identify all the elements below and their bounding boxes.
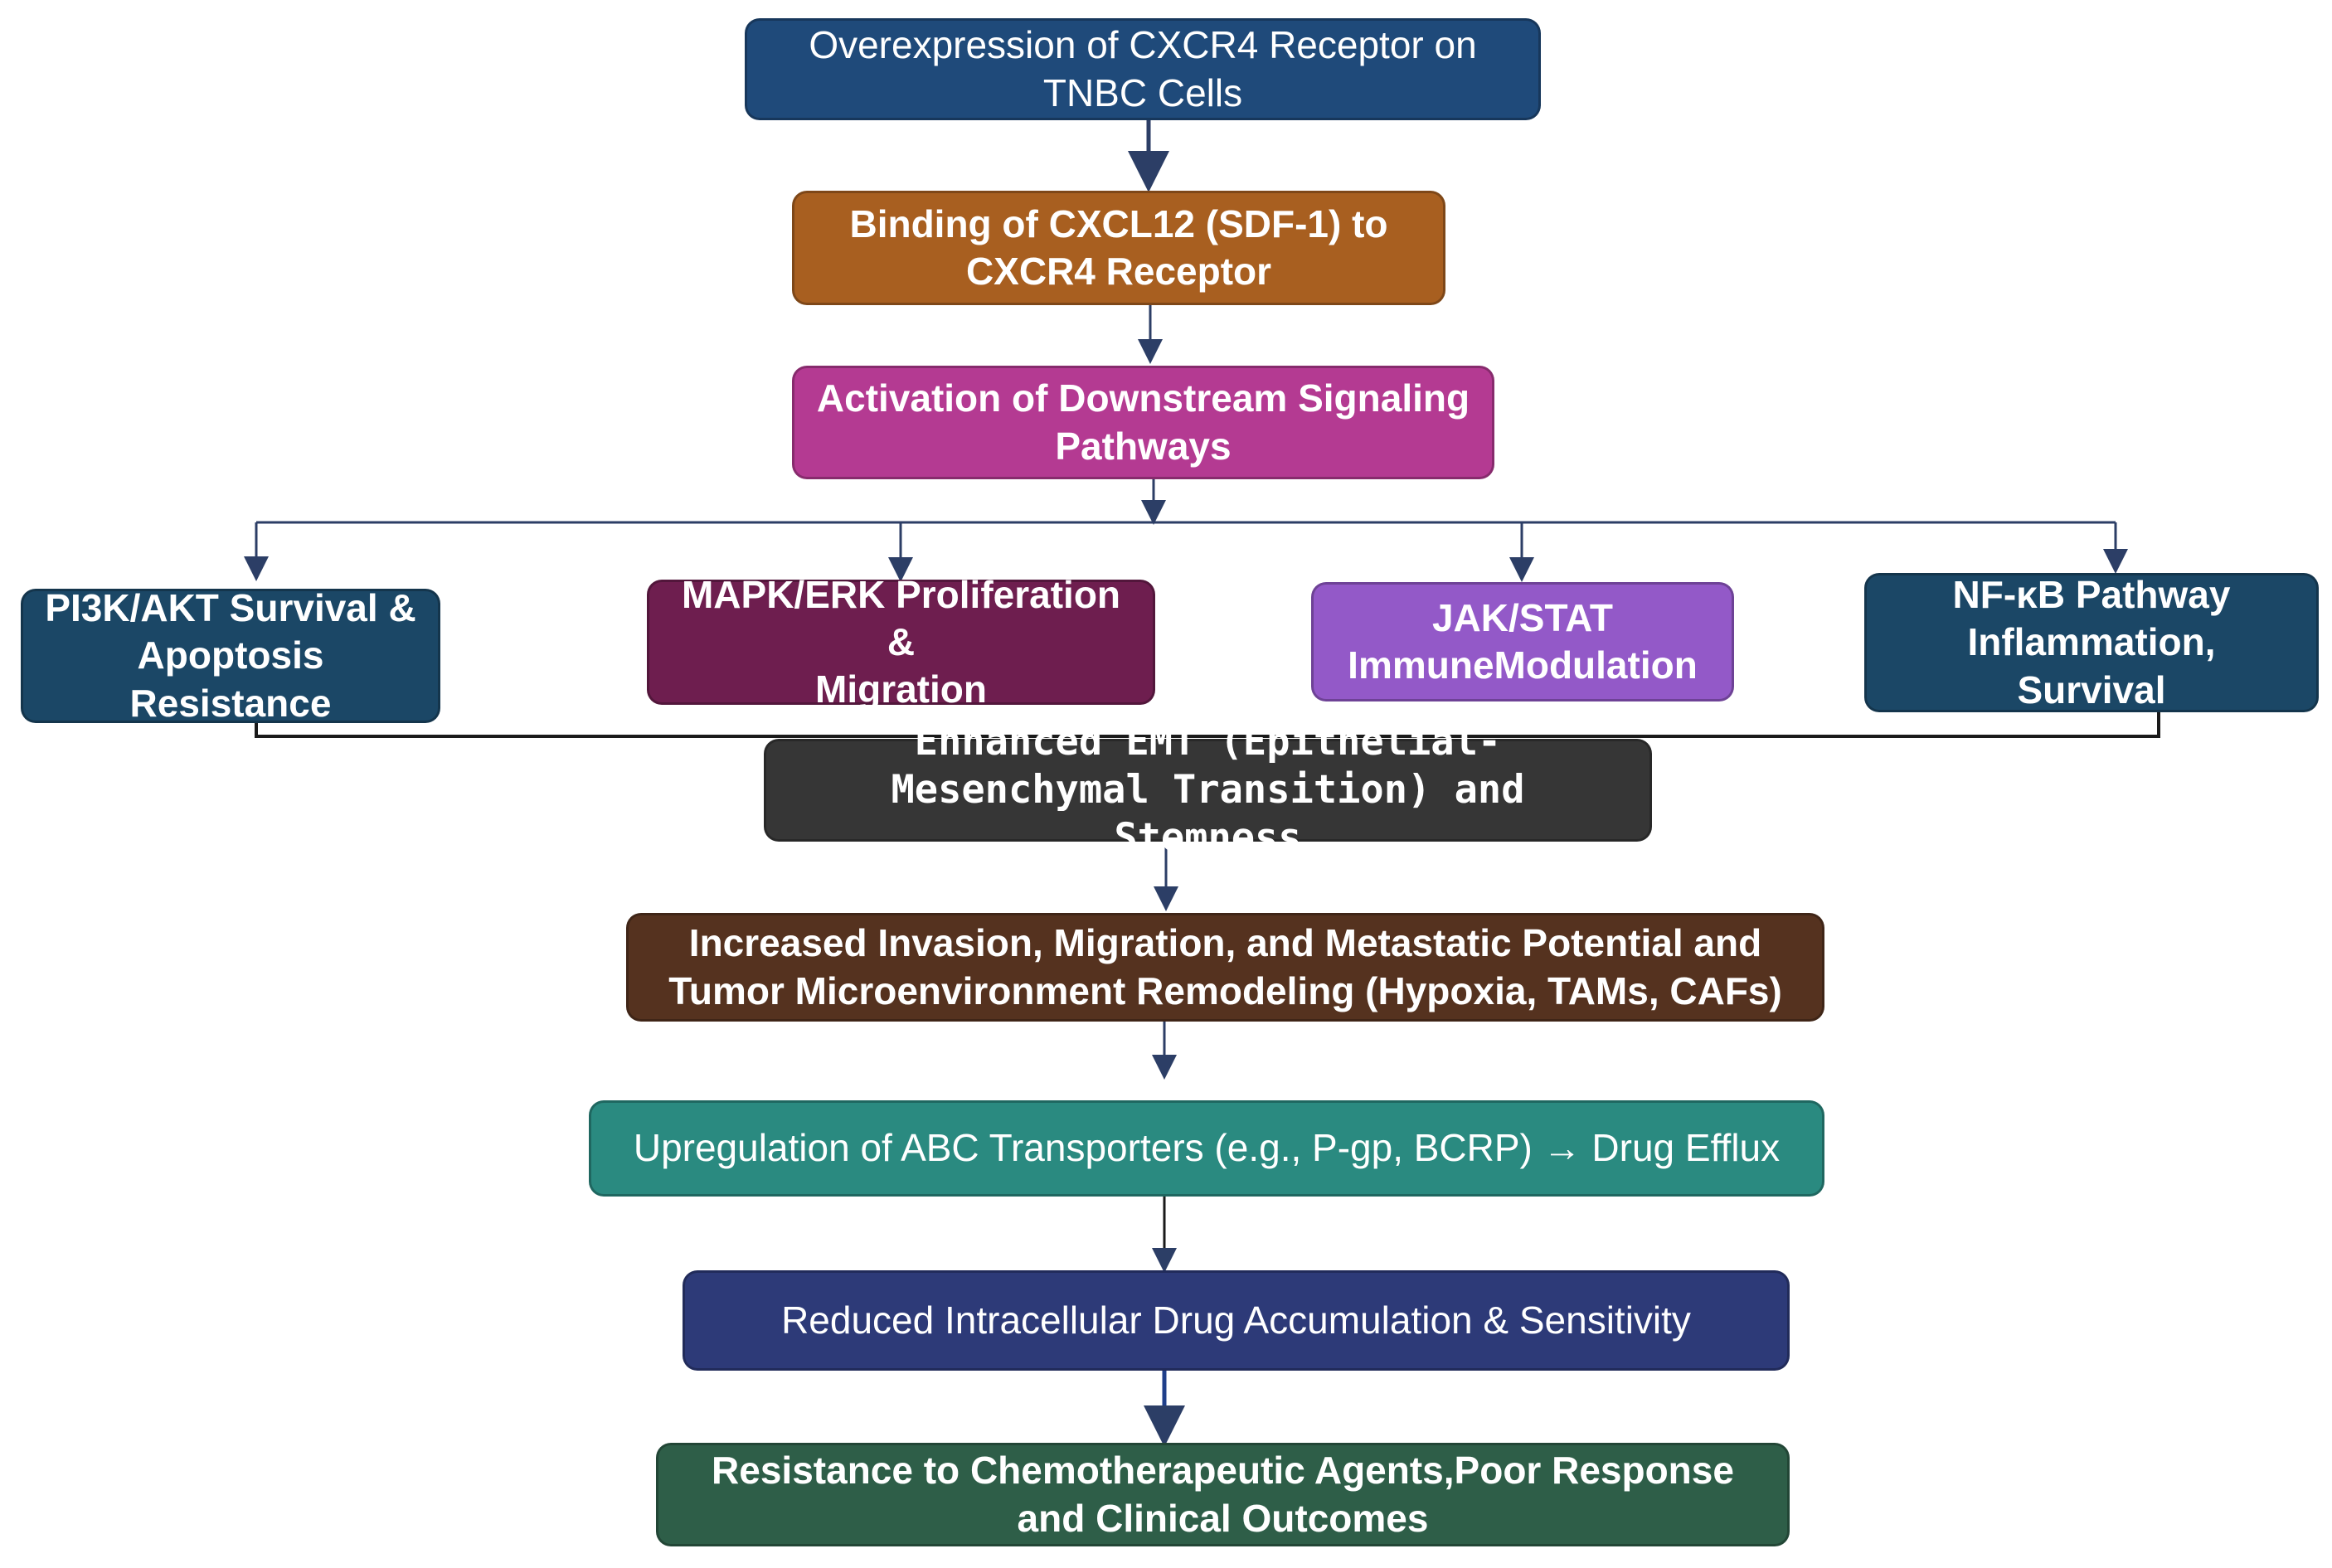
abc-transporters-label: Upregulation of ABC Transporters (e.g., … (633, 1126, 1781, 1170)
invasion-box: Increased Invasion, Migration, and Metas… (626, 913, 1824, 1022)
mapk-erk-label: MAPK/ERK Proliferation & Migration (681, 572, 1121, 711)
pi3k-akt-label: PI3K/AKT Survival & Apoptosis Resistance (45, 586, 416, 725)
downstream-activation-label: Activation of Downstream Signaling Pathw… (816, 376, 1470, 468)
cxcl12-binding-box: Binding of CXCL12 (SDF-1) to CXCR4 Recep… (792, 191, 1445, 305)
emt-box: Enhanced EMT (Epithelial- Mesenchymal Tr… (764, 719, 1652, 861)
downstream-activation-box: Activation of Downstream Signaling Pathw… (792, 366, 1494, 479)
resistance-box: Resistance to Chemotherapeutic Agents,Po… (656, 1443, 1790, 1546)
pi3k-akt-box: PI3K/AKT Survival & Apoptosis Resistance (21, 586, 440, 725)
nf-kb-label: NF-κB Pathway Inflammation, Survival (1952, 573, 2231, 711)
merge-bracket (255, 711, 2160, 738)
cxcr4-overexpression-box: Overexpression of CXCR4 Receptor on TNBC… (745, 18, 1541, 120)
reduced-accumulation-box: Reduced Intracellular Drug Accumulation … (683, 1270, 1790, 1371)
emt-label: Enhanced EMT (Epithelial- Mesenchymal Tr… (891, 718, 1525, 862)
cxcr4-overexpression-label: Overexpression of CXCR4 Receptor on TNBC… (809, 23, 1477, 114)
mapk-erk-box: MAPK/ERK Proliferation & Migration (647, 573, 1155, 711)
jak-stat-box: JAK/STAT ImmuneModulation (1311, 582, 1734, 701)
reduced-accumulation-label: Reduced Intracellular Drug Accumulation … (781, 1298, 1691, 1342)
jak-stat-label: JAK/STAT ImmuneModulation (1348, 595, 1698, 687)
invasion-label: Increased Invasion, Migration, and Metas… (668, 921, 1782, 1012)
nf-kb-box: NF-κB Pathway Inflammation, Survival (1864, 573, 2319, 712)
abc-transporters-box: Upregulation of ABC Transporters (e.g., … (589, 1100, 1824, 1197)
cxcl12-binding-label: Binding of CXCL12 (SDF-1) to CXCR4 Recep… (849, 201, 1388, 293)
resistance-label: Resistance to Chemotherapeutic Agents,Po… (712, 1449, 1734, 1540)
